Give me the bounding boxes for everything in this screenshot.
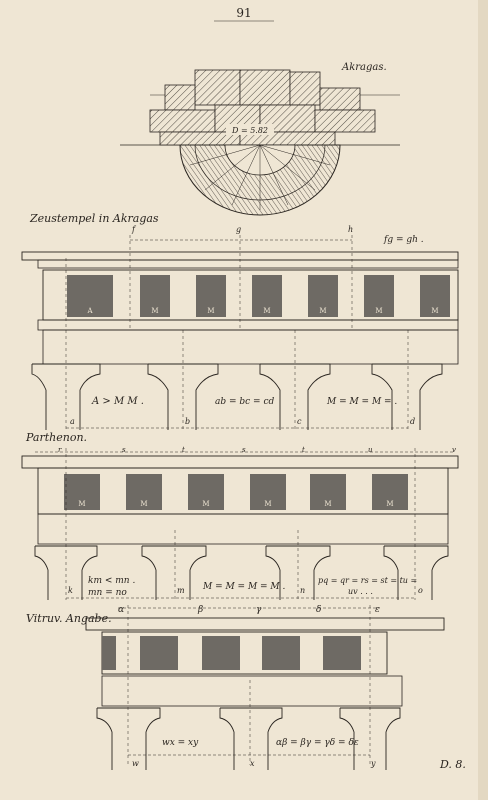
metope-label: M: [140, 500, 147, 508]
section2-bottom-letter: n: [300, 586, 305, 595]
section2-top-letter: s: [122, 446, 126, 454]
section1-axis-lines: [65, 235, 409, 430]
section3-formula-left: wx = xy: [162, 738, 199, 748]
section1-bottom-letter: c: [297, 417, 302, 426]
section2-capitals: [34, 545, 449, 600]
section2-top-letter: u: [368, 446, 373, 454]
section2-bottom-letter: o: [418, 586, 423, 595]
metope-label: M: [202, 500, 209, 508]
metope-label: M: [264, 500, 271, 508]
metope-label: M: [263, 307, 270, 315]
akragas-label: Akragas.: [341, 62, 387, 73]
section1-formula-top: fg = gh .: [383, 235, 424, 245]
section2-axis-lines: [65, 448, 416, 600]
section3-top-letter: δ: [316, 605, 321, 615]
section1-title: Zeustempel in Akragas: [29, 212, 159, 225]
section2-top-letter: r: [58, 446, 62, 454]
section2-formula-left: km < mn .: [88, 576, 135, 586]
section2-metopes: [64, 474, 408, 510]
section2-formula-right: uv . . .: [348, 587, 373, 596]
section3-capitals: [96, 707, 401, 770]
section2-top-letter: t: [182, 446, 185, 454]
page-edge-shadow: [478, 0, 488, 800]
section1-bottom-letter: a: [70, 417, 75, 426]
page-number: 91: [236, 6, 251, 20]
section3-formula-right: αβ = βγ = γδ = δε: [276, 738, 359, 748]
section3-top-letter: α: [118, 605, 124, 615]
section1-top-letter: g: [236, 225, 241, 234]
section1-formula-right: M = M = M = .: [326, 397, 397, 407]
metope-label: M: [324, 500, 331, 508]
metope-label: M: [375, 307, 382, 315]
akragas-plan: [120, 69, 400, 216]
section1-capitals: [31, 363, 443, 430]
section2-formula-mid: M = M = M = M .: [202, 582, 286, 592]
section2-architrave: [37, 513, 449, 545]
section3-title: Vitruv. Angabe.: [26, 612, 112, 625]
metope-label: M: [78, 500, 85, 508]
metope-label: M: [207, 307, 214, 315]
section2-title: Parthenon.: [25, 431, 87, 444]
section2-bottom-letter: m: [177, 586, 185, 595]
section2-top-letter: t: [302, 446, 305, 454]
section2-formula-right: pq = qr = rs = st = tu =: [318, 576, 417, 585]
metope-label: M: [431, 307, 438, 315]
section1-formula-left: A > M M .: [91, 396, 144, 407]
section3-architrave: [101, 675, 403, 707]
metope-label: A: [86, 307, 93, 315]
section3-bottom-letter: y: [370, 759, 376, 768]
section2-formula-left: mn = no: [88, 588, 127, 598]
section3-top-letter: β: [197, 605, 203, 615]
diameter-label: D = 5.82: [231, 126, 268, 135]
signature: D. 8.: [439, 758, 466, 771]
section3-top-letter: ε: [375, 605, 380, 615]
section2-top-letter: v: [452, 446, 456, 454]
section3-bottom-letter: x: [250, 759, 255, 768]
metope-label: M: [386, 500, 393, 508]
section3-bottom-letter: w: [132, 759, 139, 768]
section3-axis-lines: [127, 605, 371, 765]
section3-metopes: [102, 636, 361, 670]
metope-label: M: [151, 307, 158, 315]
metope-label: M: [319, 307, 326, 315]
section1-bottom-letter: b: [185, 417, 190, 426]
section1-bottom-letter: d: [410, 417, 415, 426]
section1-metopes: [67, 275, 450, 317]
diameter-label-bg: [226, 124, 274, 135]
section1-formula-mid: ab = bc = cd: [215, 397, 274, 407]
section3-top-letter: γ: [256, 605, 262, 615]
section3-cornice: [85, 617, 445, 631]
section2-bottom-letter: k: [68, 586, 73, 595]
section1-top-letter: f: [131, 225, 137, 234]
section2-top-letter: s: [242, 446, 246, 454]
section1-top-letter: h: [348, 225, 353, 234]
